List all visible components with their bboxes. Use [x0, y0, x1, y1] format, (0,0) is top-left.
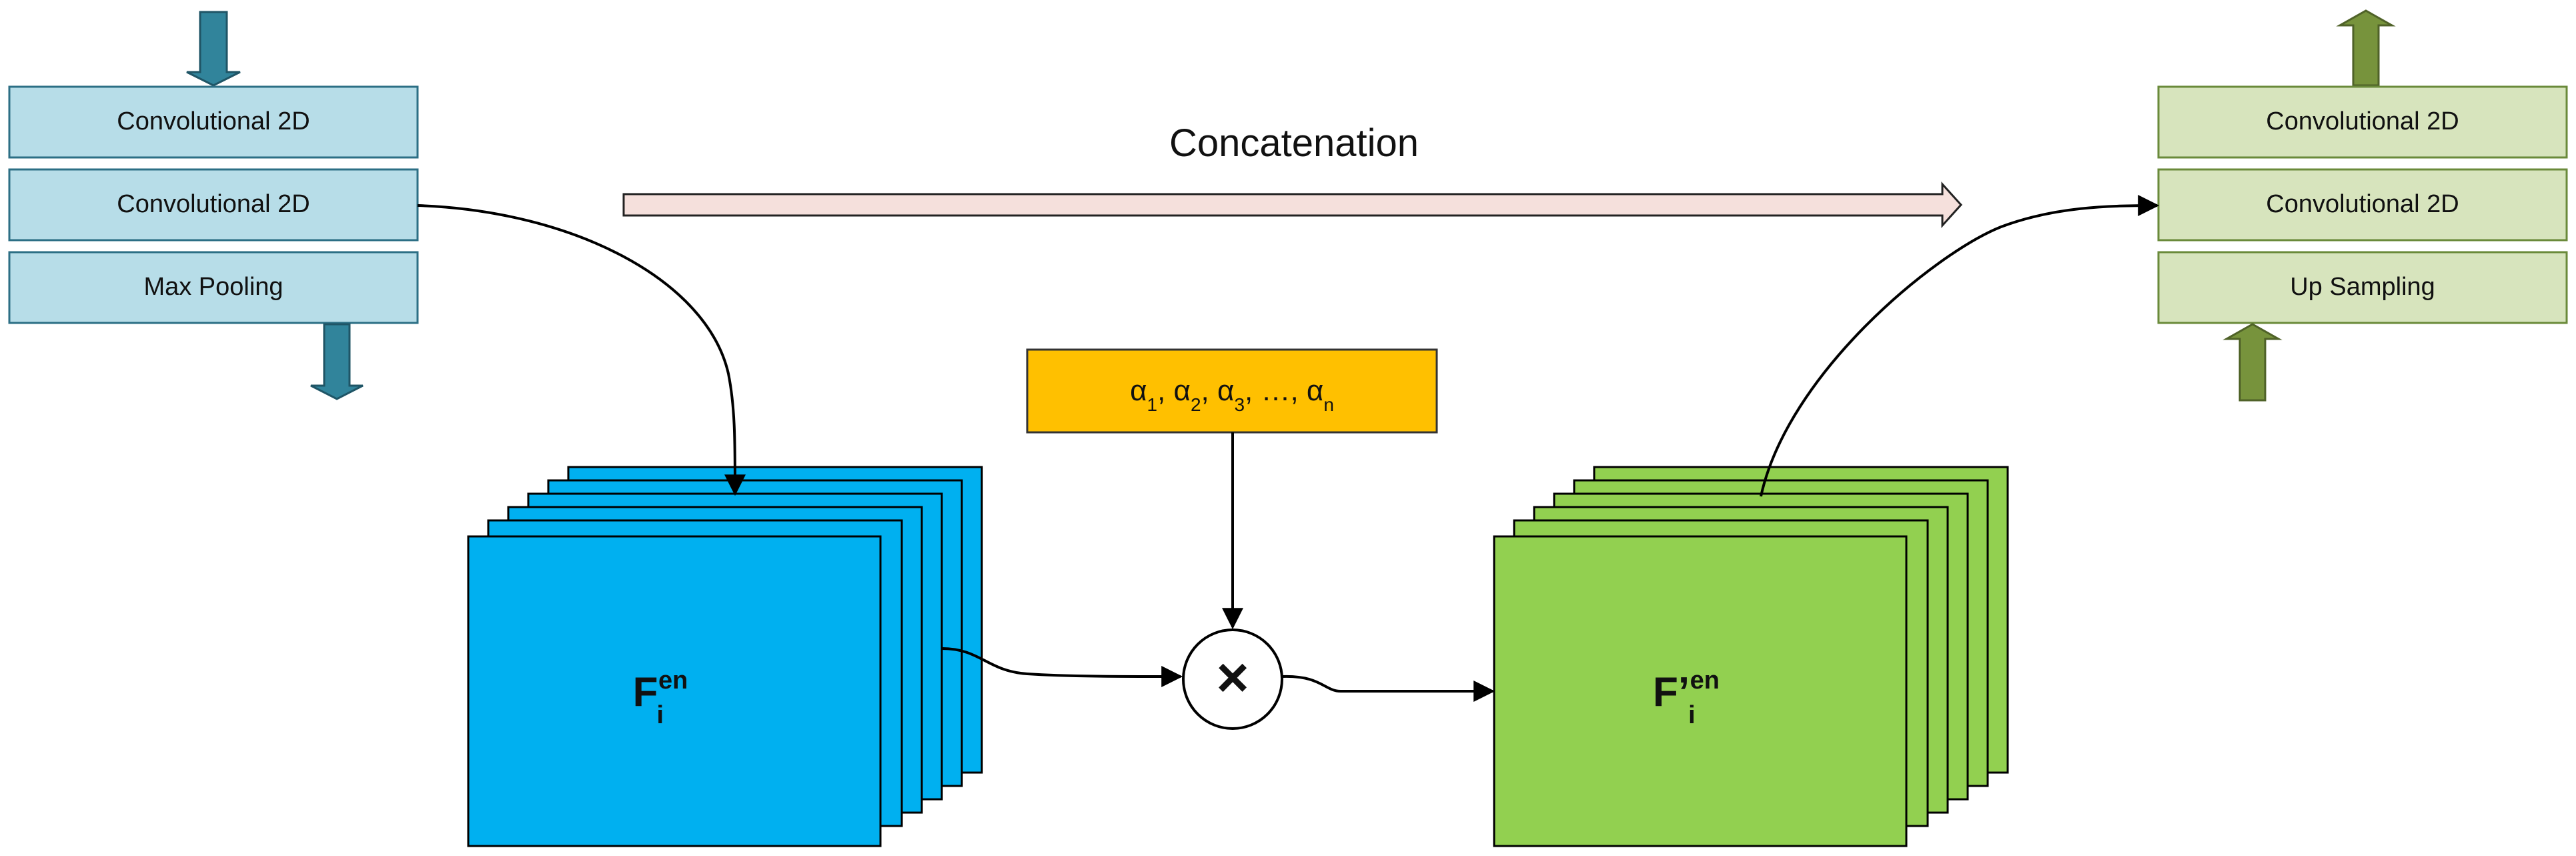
encoder-feature-stack: Fien [467, 466, 983, 847]
encoder-to-feature-connector [417, 204, 746, 496]
concatenation-label: Concatenation [1169, 121, 1419, 165]
decoder-conv-label-1: Convolutional 2D [2266, 107, 2459, 135]
feature-to-multiply-connector [941, 647, 1183, 687]
encoder-conv-block-2 [8, 168, 419, 242]
concatenation-arrow [622, 181, 1963, 228]
encoder-stack: Convolutional 2D Convolutional 2D Max Po… [8, 11, 419, 400]
concatenation-skip: Concatenation [622, 121, 1963, 228]
encoder-feature-front [467, 535, 882, 847]
decoder-stack: Convolutional 2D Convolutional 2D Up Sam… [2157, 9, 2568, 402]
encoder-maxpool-label: Max Pooling [143, 273, 283, 301]
multiply-circle [1182, 628, 1283, 730]
alpha-label: α1, α2, α3, …, αn [1130, 374, 1334, 415]
encoder-output-arrow [310, 323, 364, 400]
decoder-input-arrow [2222, 323, 2283, 402]
encoder-conv-label-1: Convolutional 2D [117, 107, 309, 135]
encoder-input-arrow [186, 11, 241, 87]
multiply-to-feature-connector [1281, 675, 1495, 702]
encoder-maxpool-block [8, 251, 419, 324]
encoder-conv-block-1 [8, 85, 419, 159]
feature-to-decoder-connector [1760, 195, 2160, 497]
decoder-conv-block-2 [2157, 168, 2568, 242]
decoder-conv-label-2: Convolutional 2D [2266, 190, 2459, 218]
decoder-feature-front [1493, 535, 1908, 847]
feature-out-label: F’ien [1653, 667, 1720, 729]
multiply-node: × [1182, 628, 1283, 730]
decoder-output-arrow [2336, 9, 2396, 87]
encoder-conv-label-2: Convolutional 2D [117, 190, 309, 218]
decoder-conv-block-1 [2157, 85, 2568, 159]
alpha-weights: α1, α2, α3, …, αn [1026, 348, 1438, 434]
decoder-feature-stack: F’ien [1493, 466, 2009, 847]
multiply-icon: × [1216, 646, 1249, 709]
decoder-upsampling-label: Up Sampling [2290, 273, 2435, 301]
connectors [417, 195, 2160, 702]
feature-in-label: Fien [633, 667, 688, 729]
decoder-upsampling-block [2157, 251, 2568, 324]
